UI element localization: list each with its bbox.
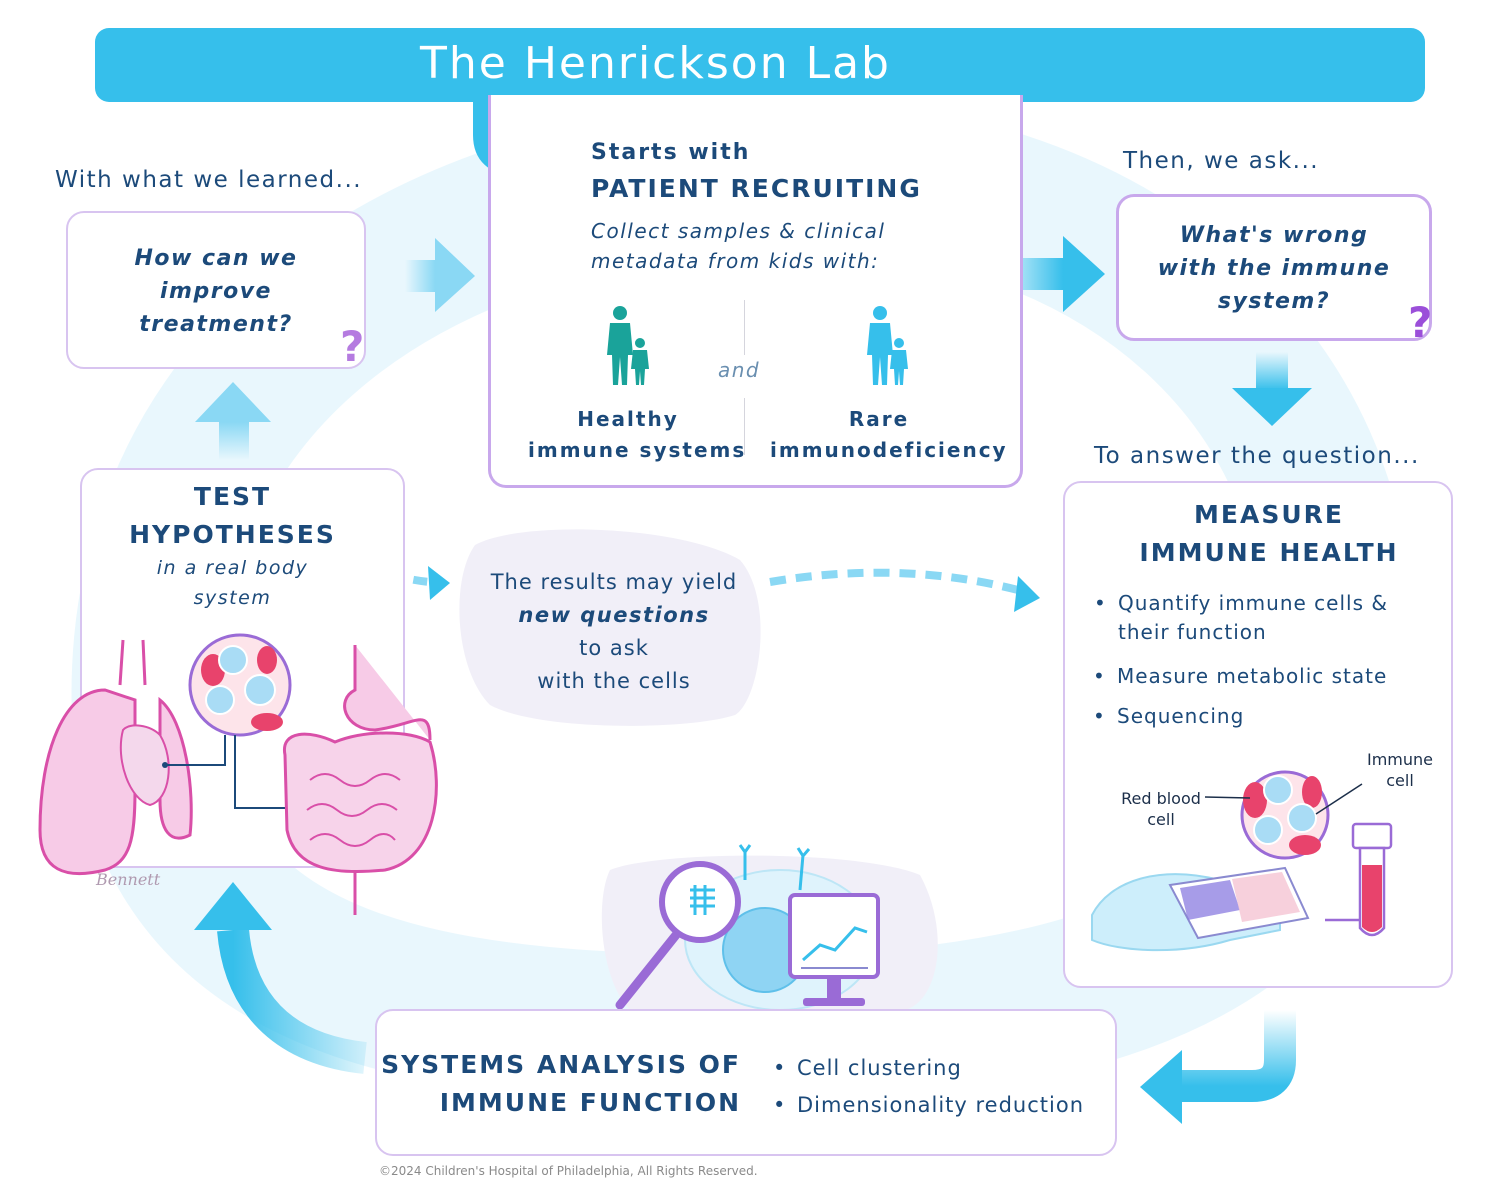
test-title2: HYPOTHESES [129,520,336,549]
measure-bullet-quantify: Quantify immune cells & [1094,591,1388,615]
and-label: and [718,358,761,382]
systems-title2: IMMUNE FUNCTION [439,1088,741,1117]
measure-bullet-quantify-cont: their function [1118,620,1267,644]
results-line1: The results may yield [490,570,738,594]
learned-question: How can we improve treatment? [134,246,298,337]
systems-title1: SYSTEMS ANALYSIS OF [381,1050,741,1079]
title-banner [95,28,1425,102]
measure-bullet-metabolic: Measure metabolic state [1093,664,1387,688]
ask-heading: Then, we ask... [1123,148,1320,174]
healthy-family-icon [607,306,649,385]
rare-family-icon [867,306,908,385]
test-tube-cap-icon [1351,822,1393,850]
arrow-down-measure-icon [1232,352,1312,426]
magnifying-glass-icon [615,861,741,1010]
immune-cell-label: Immune cell [1366,750,1433,790]
recruit-desc2: metadata from kids with: [591,249,880,273]
rare-label: Rare immunodeficiency [770,407,1008,462]
question-mark-icon: ? [340,322,365,371]
measure-bullet-sequencing: Sequencing [1093,704,1244,728]
recruit-line1: Starts with [591,140,751,165]
computer-monitor-icon [788,893,880,1006]
copyright: ©2024 Children's Hospital of Philadelphi… [379,1164,758,1178]
divider-bottom [744,398,745,455]
recruit-line2: PATIENT RECRUITING [591,174,922,203]
analysis-illustration [615,844,880,1011]
rbc-label: Red blood cell [1121,789,1201,829]
arrow-right-learned-icon [405,238,475,312]
arrow-up-learned-icon [195,382,271,460]
results-line4: with the cells [537,669,691,693]
page-title: The Henrickson Lab [420,38,891,89]
lungs-icon [38,639,193,876]
test-sub2: system [193,587,272,609]
recruit-desc1: Collect samples & clinical [591,219,886,243]
ask-question: What's wrong with the immune system? [1157,223,1391,314]
question-mark-icon: ? [1408,298,1433,347]
systems-box [375,1009,1117,1156]
arrow-curve-test-icon [194,882,367,1074]
organs-illustration [38,633,438,915]
results-line2: new questions [518,603,710,627]
healthy-label: Healthy immune systems [528,407,747,462]
measure-title2: IMMUNE HEALTH [1139,538,1399,567]
immune-cell-icon [1263,775,1293,805]
intestines-icon [283,645,438,915]
signature: Bennett [96,870,161,889]
answer-heading: To answer the question... [1094,443,1420,469]
measure-title1: MEASURE [1194,500,1344,529]
learned-heading: With what we learned... [55,167,363,193]
arrow-curve-systems-icon [1140,1010,1296,1124]
divider-top [744,300,745,355]
test-title1: TEST [193,482,272,511]
blood-sample-illustration [1091,770,1393,952]
learned-box [66,211,366,369]
systems-bullet-dimensionality: Dimensionality reduction [773,1093,1084,1117]
dashed-arrow-right-icon [769,568,1040,612]
recruit-box [488,95,1023,488]
test-sub1: in a real body [156,557,309,579]
systems-bullet-clustering: Cell clustering [773,1056,962,1080]
results-cloud [459,529,761,726]
results-line3: to ask [579,636,649,660]
receptor-icon [738,844,811,891]
ask-box [1116,194,1432,341]
